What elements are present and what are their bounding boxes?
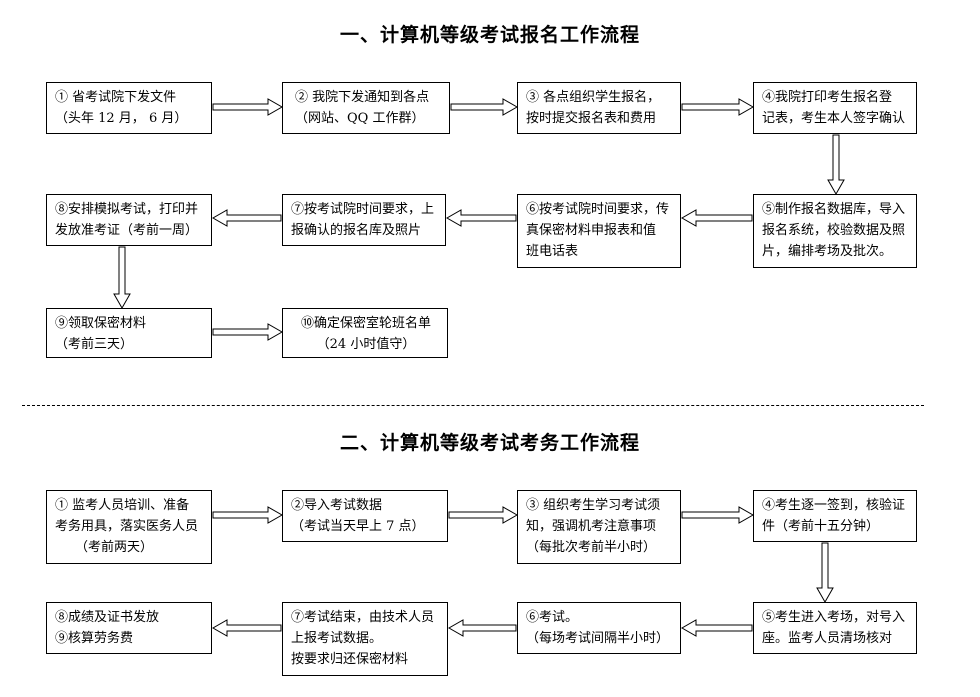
s1-step-2-line-2: （网站、QQ 工作群） [295, 111, 425, 126]
arrow-s2-2-3 [448, 506, 519, 524]
arrow-s1-7-8 [211, 209, 282, 227]
arrow-s2-7-8 [211, 619, 282, 637]
s2-step-8-line-2: ⑨核算劳务费 [55, 631, 134, 646]
s2-step-1-line-1: ① 监考人员培训、准备 [55, 498, 190, 513]
s1-step-4-line-2: 记表，考生本人签字确认 [762, 111, 906, 126]
s1-step-2: ② 我院下发通知到各点 （网站、QQ 工作群） [282, 82, 450, 134]
arrow-s2-6-7 [447, 619, 517, 637]
s1-step-8: ⑧安排模拟考试，打印并 发放准考证（考前一周） [46, 194, 212, 246]
s1-step-6-line-1: ⑥按考试院时间要求，传 [526, 202, 670, 217]
s2-step-5-line-2: 座。监考人员清场核对 [762, 631, 893, 646]
s2-step-7-line-2: 上报考试数据。 [291, 631, 383, 646]
section-divider [22, 405, 924, 406]
arrow-s2-1-2 [212, 506, 284, 524]
s2-step-1: ① 监考人员培训、准备 考务用具，落实医务人员 （考前两天） [46, 490, 212, 564]
s1-step-10-line-2: （24 小时值守） [316, 337, 416, 352]
s1-step-5: ⑤制作报名数据库，导入 报名系统，校验数据及照 片，编排考场及批次。 [753, 194, 917, 268]
s1-step-9: ⑨领取保密材料 （考前三天） [46, 308, 212, 358]
s2-step-2-line-1: ②导入考试数据 [291, 498, 383, 513]
s1-step-6: ⑥按考试院时间要求，传 真保密材料申报表和值 班电话表 [517, 194, 681, 268]
section2-title: 二、计算机等级考试考务工作流程 [339, 432, 640, 454]
s2-step-3-line-3: （每批次考前半小时） [526, 540, 657, 555]
s2-step-4-line-2: 件（考前十五分钟） [762, 519, 880, 534]
s1-step-7-line-1: ⑦按考试院时间要求，上 [291, 202, 435, 217]
section1-title: 一、计算机等级考试报名工作流程 [339, 24, 640, 46]
s2-step-4-line-1: ④考生逐一签到，核验证 [762, 498, 906, 513]
s1-step-5-line-3: 片，编排考场及批次。 [762, 244, 893, 259]
s2-step-7: ⑦考试结束，由技术人员 上报考试数据。 按要求归还保密材料 [282, 602, 448, 676]
s1-step-9-line-1: ⑨领取保密材料 [55, 316, 147, 331]
s1-step-8-line-2: 发放准考证（考前一周） [55, 223, 199, 238]
arrow-s2-4-5 [816, 542, 834, 604]
s2-step-1-line-3: （考前两天） [75, 540, 154, 555]
arrow-s1-9-10 [212, 323, 284, 341]
s1-step-4: ④我院打印考生报名登 记表，考生本人签字确认 [753, 82, 917, 134]
s1-step-5-line-1: ⑤制作报名数据库，导入 [762, 202, 906, 217]
arrow-s1-8-9 [113, 246, 131, 310]
s2-step-2: ②导入考试数据 （考试当天早上 7 点） [282, 490, 448, 542]
s2-step-6-line-2: （每场考试间隔半小时） [526, 631, 670, 646]
s2-step-3-line-1: ③ 组织考生学习考试须 [526, 498, 661, 513]
s2-step-2-line-2: （考试当天早上 7 点） [291, 519, 425, 534]
s2-step-7-line-3: 按要求归还保密材料 [291, 652, 409, 667]
s1-step-3-line-1: ③ 各点组织学生报名， [526, 90, 661, 105]
arrow-s2-3-4 [681, 506, 755, 524]
s1-step-2-line-1: ② 我院下发通知到各点 [295, 90, 430, 105]
s2-step-1-line-2: 考务用具，落实医务人员 [55, 519, 199, 534]
s2-step-5: ⑤考生进入考场，对号入 座。监考人员清场核对 [753, 602, 917, 654]
s1-step-1-line-1: ① 省考试院下发文件 [55, 90, 177, 105]
s1-step-1: ① 省考试院下发文件 （头年 12 月， 6 月） [46, 82, 212, 134]
s1-step-3: ③ 各点组织学生报名， 按时提交报名表和费用 [517, 82, 681, 134]
arrow-s1-3-4 [681, 98, 755, 116]
s1-step-7-line-2: 报确认的报名库及照片 [291, 223, 422, 238]
s1-step-4-line-1: ④我院打印考生报名登 [762, 90, 893, 105]
arrow-s1-5-6 [680, 209, 753, 227]
s2-step-8: ⑧成绩及证书发放 ⑨核算劳务费 [46, 602, 212, 654]
s2-step-4: ④考生逐一签到，核验证 件（考前十五分钟） [753, 490, 917, 542]
arrow-s1-4-5 [827, 134, 845, 196]
s2-step-3: ③ 组织考生学习考试须 知，强调机考注意事项 （每批次考前半小时） [517, 490, 681, 564]
s1-step-3-line-2: 按时提交报名表和费用 [526, 111, 657, 126]
s1-step-7: ⑦按考试院时间要求，上 报确认的报名库及照片 [282, 194, 446, 246]
s2-step-8-line-1: ⑧成绩及证书发放 [55, 610, 160, 625]
s1-step-5-line-2: 报名系统，校验数据及照 [762, 223, 906, 238]
s2-step-3-line-2: 知，强调机考注意事项 [526, 519, 657, 534]
s1-step-10: ⑩确定保密室轮班名单 （24 小时值守） [282, 308, 448, 358]
arrow-s2-5-6 [680, 619, 753, 637]
s2-step-7-line-1: ⑦考试结束，由技术人员 [291, 610, 435, 625]
s2-step-6: ⑥考试。 （每场考试间隔半小时） [517, 602, 681, 654]
s1-step-6-line-2: 真保密材料申报表和值 [526, 223, 657, 238]
arrow-s1-2-3 [450, 98, 519, 116]
s1-step-8-line-1: ⑧安排模拟考试，打印并 [55, 202, 199, 217]
s1-step-1-line-2: （头年 12 月， 6 月） [55, 111, 188, 126]
s1-step-6-line-3: 班电话表 [526, 244, 579, 259]
s1-step-9-line-2: （考前三天） [55, 337, 134, 352]
s2-step-5-line-1: ⑤考生进入考场，对号入 [762, 610, 906, 625]
arrow-s1-6-7 [445, 209, 517, 227]
s2-step-6-line-1: ⑥考试。 [526, 610, 579, 625]
s1-step-10-line-1: ⑩确定保密室轮班名单 [300, 316, 431, 331]
arrow-s1-1-2 [212, 98, 284, 116]
